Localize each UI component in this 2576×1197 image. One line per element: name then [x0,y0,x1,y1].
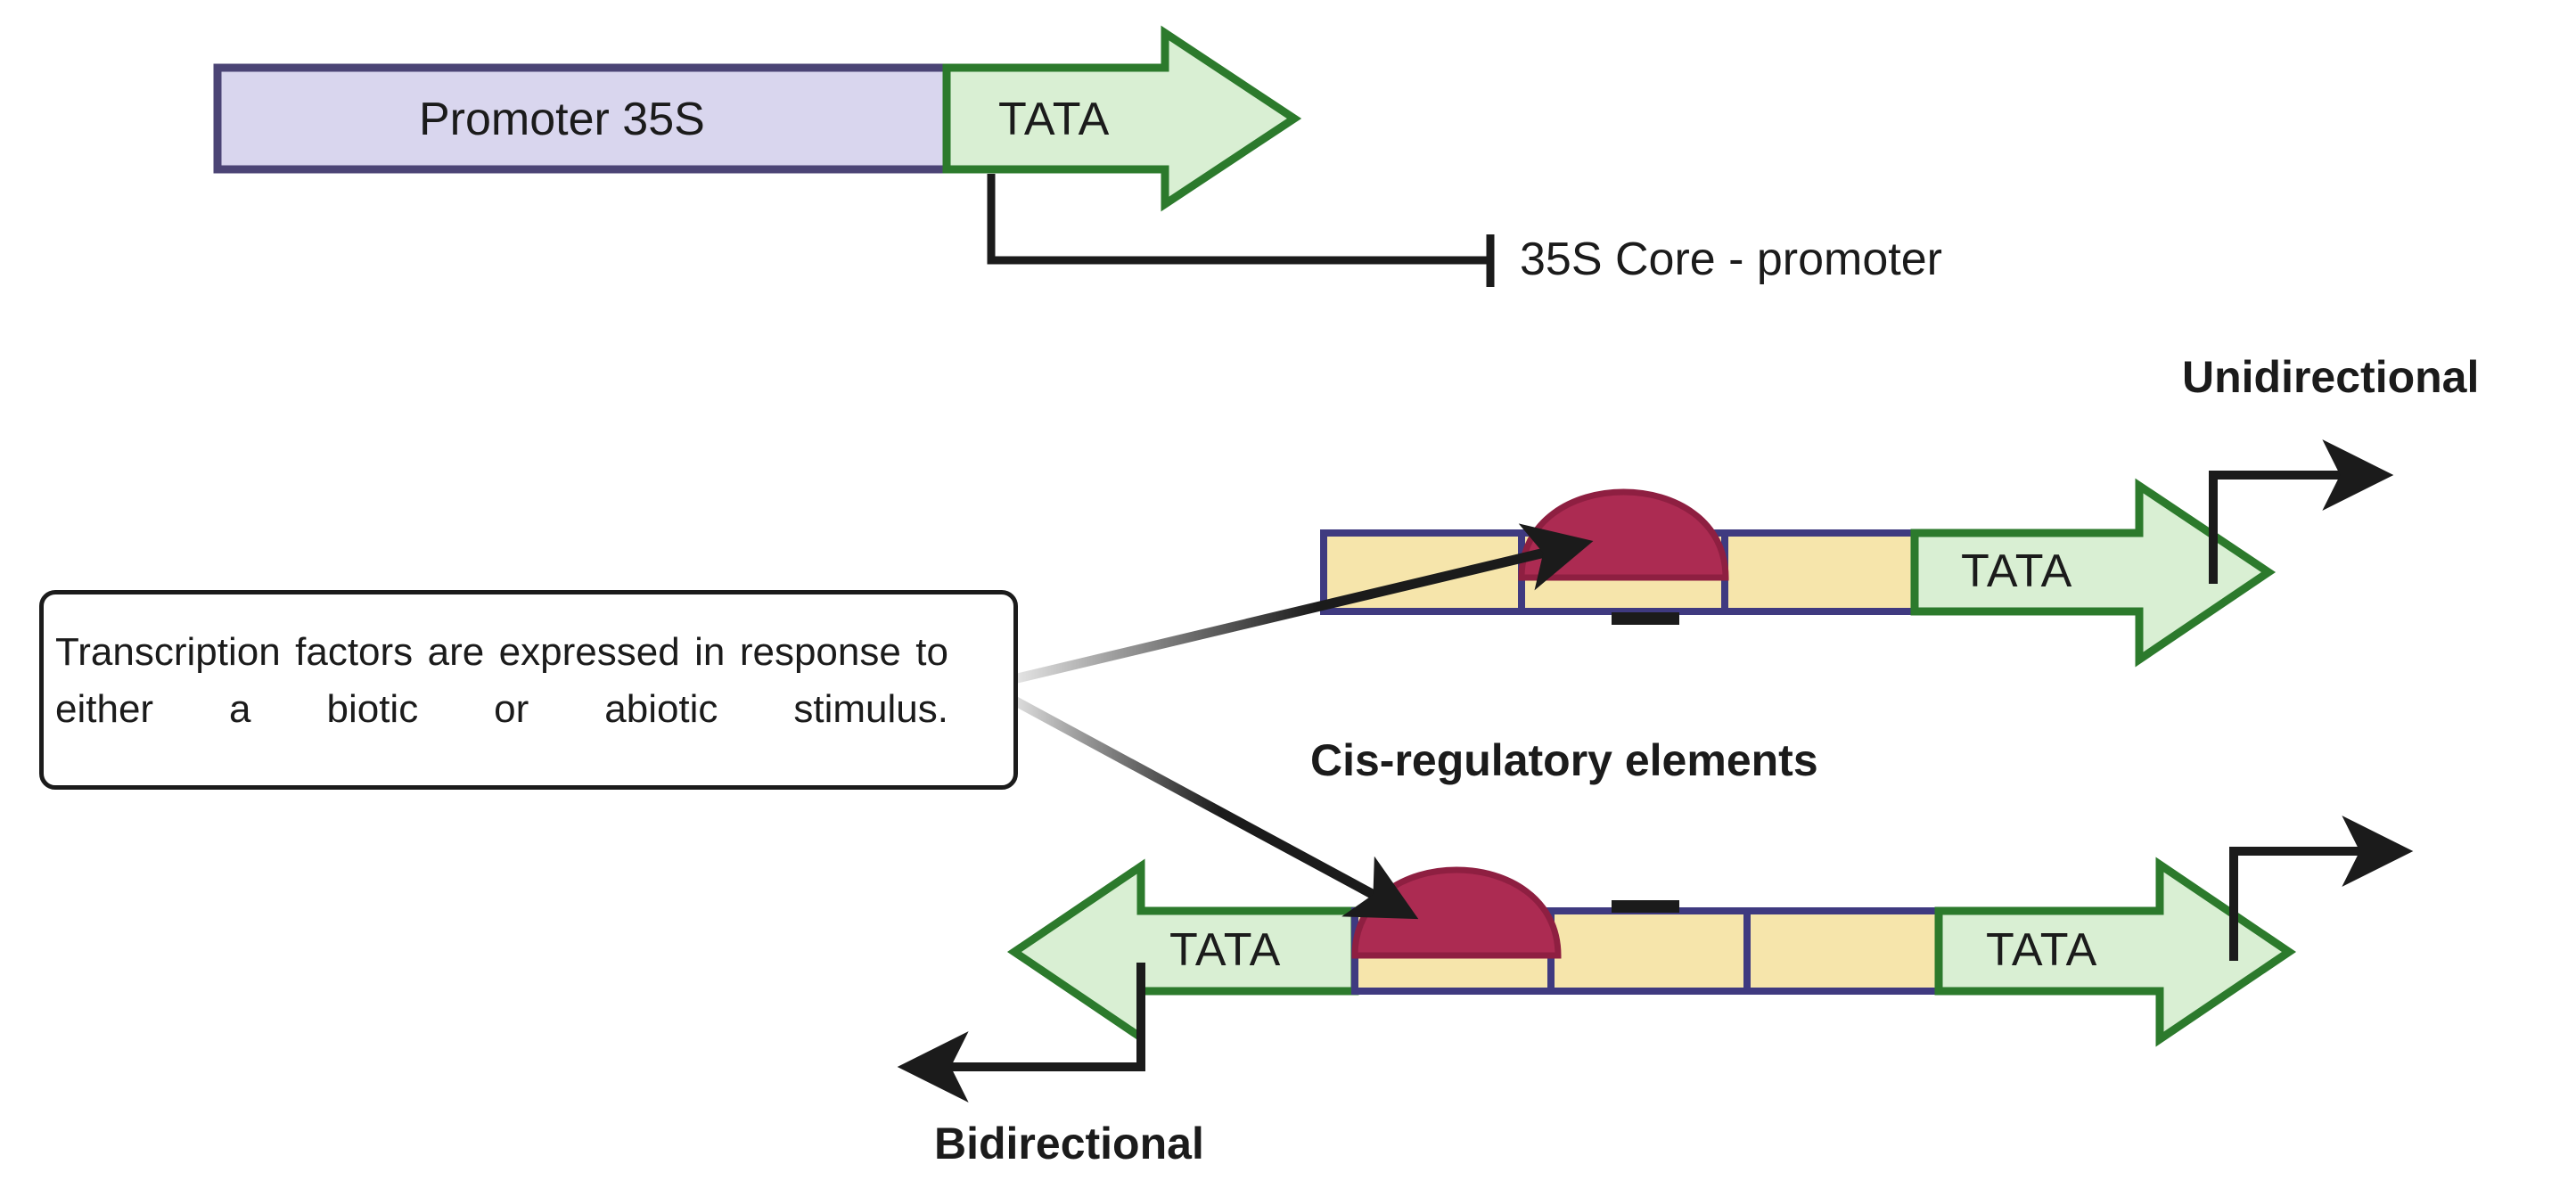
core-promoter-label: 35S Core - promoter [1520,234,1942,285]
transcription-factor-bi [1351,866,1562,959]
cis-regulatory-elements-label: Cis-regulatory elements [1310,735,1818,785]
transcription-start-arrow-bi-right [2229,816,2414,961]
tata-label-bidirectional-left: TATA [1169,924,1282,976]
promoter-35s-box [213,63,951,174]
callout-pointer-lower [989,684,1419,920]
callout-pointer-upper [989,523,1594,690]
transcription-start-arrow-bi-left [897,963,1145,1103]
cre-segment-bi-3 [1743,907,1942,995]
callout-text: Transcription factors are expressed in r… [55,630,948,731]
unidirectional-heading: Unidirectional [2182,352,2480,402]
transcription-factor-uni [1518,488,1729,581]
callout-box [39,590,1018,790]
bidirectional-heading: Bidirectional [934,1119,1204,1168]
core-promoter-callout-line [987,174,1490,265]
cre-segment-bi-2 [1547,907,1751,995]
tata-label-top: TATA [998,94,1111,145]
tata-arrow-unidirectional [1910,478,2277,668]
tata-arrow-bidirectional-right [1934,857,2297,1047]
tata-label-unidirectional: TATA [1961,545,2073,597]
tata-arrow-bidirectional-left [1006,858,1359,1045]
tata-arrow-top [942,25,1302,212]
cre-segment-uni-3 [1721,529,1918,615]
transcription-start-arrow-uni [2209,439,2394,584]
tata-label-bidirectional-right: TATA [1986,924,2098,976]
promoter-35s-label: Promoter 35S [419,94,705,145]
